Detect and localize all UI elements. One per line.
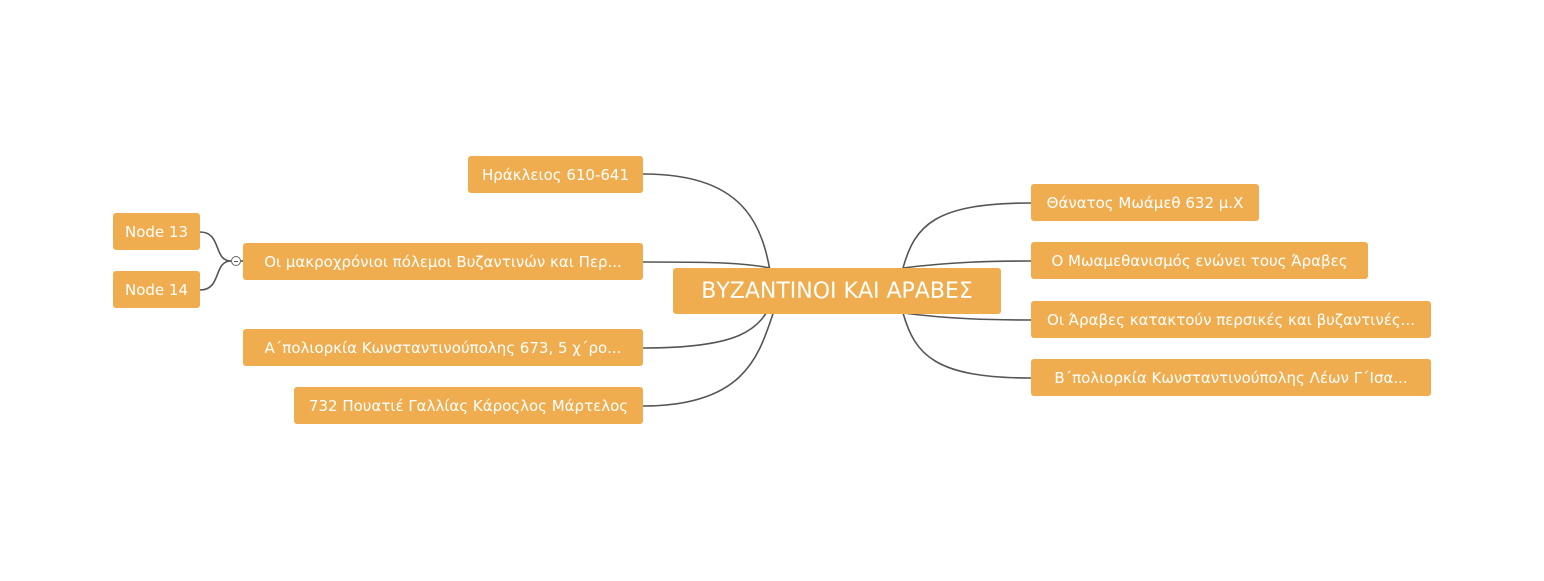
collapse-minus-icon[interactable] [231,256,241,266]
subtopic-node-13-label: Node 13 [124,222,188,241]
subtopic-node-13[interactable]: Node 13 [113,213,200,250]
left-topic-4[interactable]: 732 Πουατιέ Γαλλίας Κάροςλος Μάρτελος [294,387,643,424]
central-topic-label: ΒΥΖΑΝΤΙΝΟΙ ΚΑΙ ΑΡΑΒΕΣ [701,278,973,304]
left-topic-1[interactable]: Ηράκλειος 610-641 [468,156,643,193]
connector-right-3 [902,312,1032,321]
subtopic-node-14-label: Node 14 [124,280,188,299]
connector-right-2 [902,260,1032,269]
central-topic[interactable]: ΒΥΖΑΝΤΙΝΟΙ ΚΑΙ ΑΡΑΒΕΣ [673,268,1001,314]
left-topic-2-label: Οι μακροχρόνιοι πόλεμοι Βυζαντινών και Π… [264,252,622,271]
connector-right-4 [902,312,1032,379]
right-topic-2[interactable]: Ο Μωαμεθανισμός ενώνει τους Άραβες [1031,242,1368,279]
right-topic-1[interactable]: Θάνατος Μωάμεθ 632 μ.Χ [1031,184,1259,221]
right-topic-4-label: Β΄πολιορκία Κωνσταντινούπολης Λέων Γ΄Ισα… [1054,368,1408,387]
left-topic-2[interactable]: Οι μακροχρόνιοι πόλεμοι Βυζαντινών και Π… [243,243,643,280]
left-topic-3[interactable]: Α΄πολιορκία Κωνσταντινούπολης 673, 5 χ΄ρ… [243,329,643,366]
connector-left-2 [642,261,771,269]
left-topic-1-label: Ηράκλειος 610-641 [481,165,629,184]
connector-left-4 [642,307,776,407]
connector-sub-1 [199,231,232,262]
right-topic-4[interactable]: Β΄πολιορκία Κωνσταντινούπολης Λέων Γ΄Ισα… [1031,359,1431,396]
left-topic-4-label: 732 Πουατιέ Γαλλίας Κάροςλος Μάρτελος [308,396,629,415]
right-topic-3-label: Οι Άραβες κατακτούν περσικές και βυζαντι… [1047,310,1415,329]
left-topic-3-label: Α΄πολιορκία Κωνσταντινούπολης 673, 5 χ΄ρ… [264,338,622,357]
right-topic-2-label: Ο Μωαμεθανισμός ενώνει τους Άραβες [1051,251,1348,270]
subtopic-node-14[interactable]: Node 14 [113,271,200,308]
right-topic-3[interactable]: Οι Άραβες κατακτούν περσικές και βυζαντι… [1031,301,1431,338]
connector-right-1 [902,202,1032,269]
connector-sub-2 [199,260,232,291]
right-topic-1-label: Θάνατος Μωάμεθ 632 μ.Χ [1046,193,1244,212]
